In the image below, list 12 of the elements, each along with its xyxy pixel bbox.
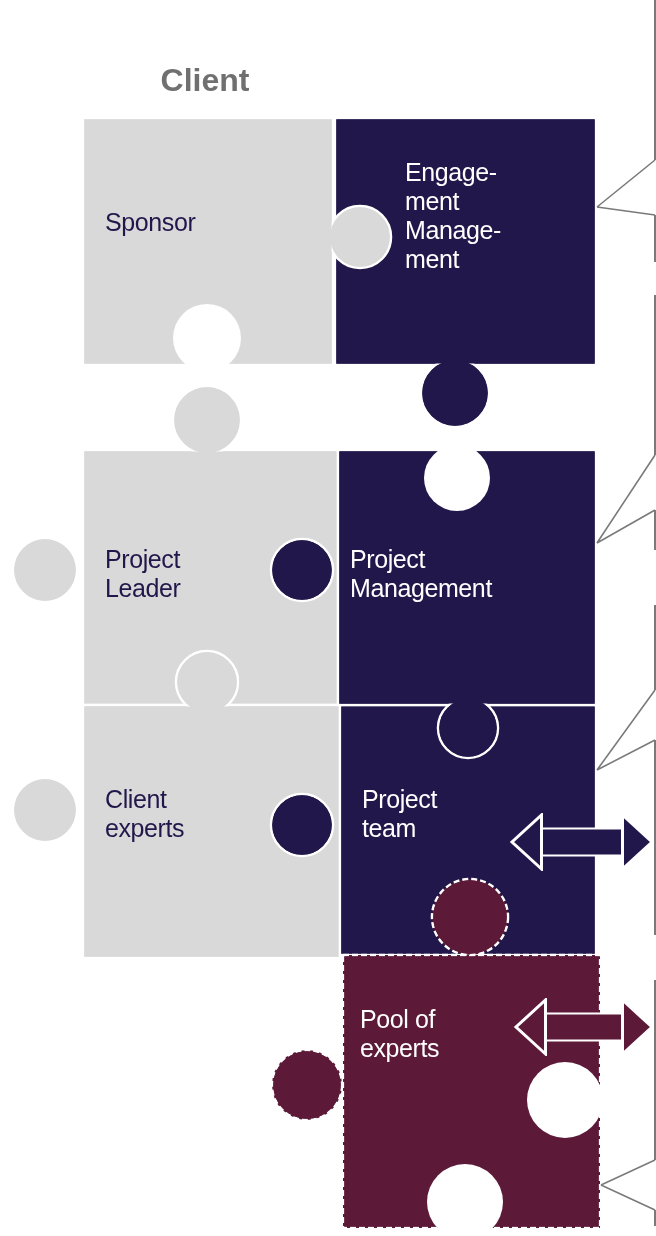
column-heading: Client (159, 62, 251, 99)
callout-pointer (600, 1159, 656, 1211)
piece-label: Project Management (350, 545, 494, 603)
piece-label: Sponsor (105, 208, 197, 237)
piece-label: Project Leader (105, 545, 182, 603)
piece-label: Pool of experts (360, 1005, 441, 1063)
callout-pointer (596, 159, 656, 216)
piece-label: Engage- ment Manage- ment (405, 158, 502, 274)
callout-pointer (596, 454, 656, 544)
piece-label: Client experts (105, 785, 186, 843)
callout-pointer (596, 689, 656, 771)
piece-label: Project team (362, 785, 439, 843)
